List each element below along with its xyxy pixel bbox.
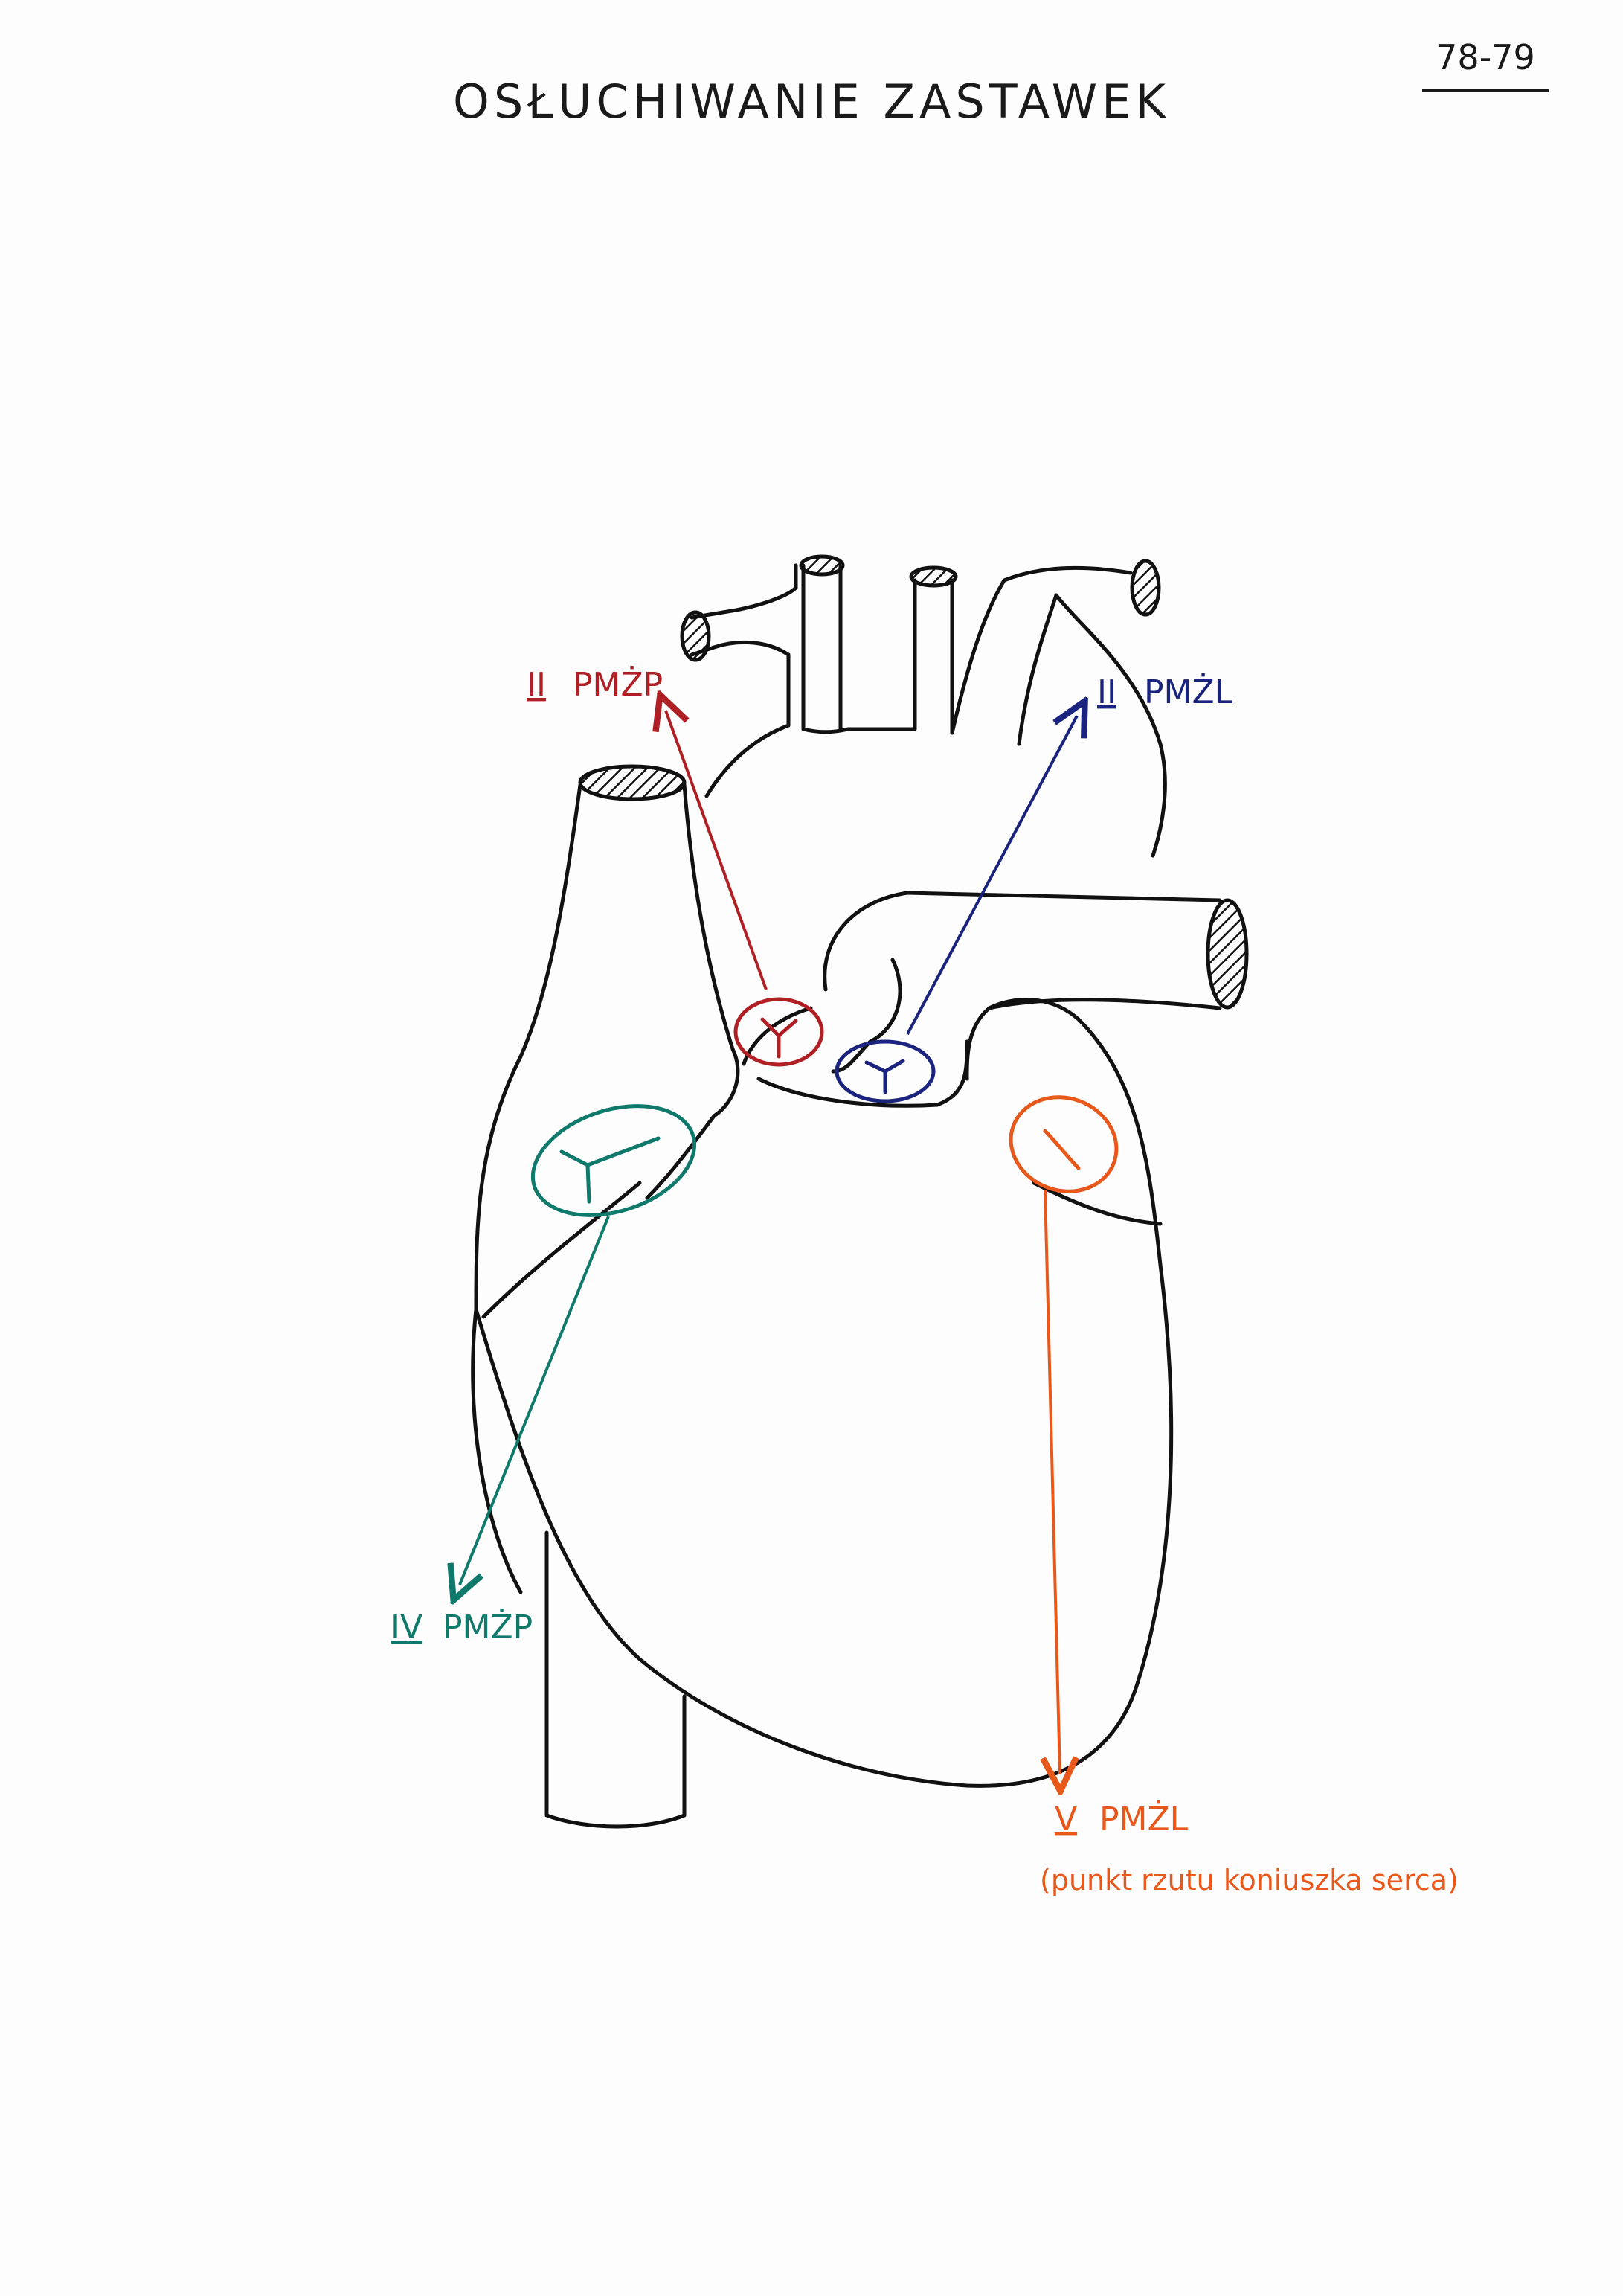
subclavian-opening [909, 565, 958, 588]
tricuspid-label-text: PMŻP [443, 1608, 533, 1646]
right-atrium-border [471, 1307, 523, 1594]
tricuspid-label-numeral: IV [391, 1609, 422, 1646]
tricuspid-label: IV PMŻP [391, 1608, 533, 1646]
ventricle-border [474, 998, 1174, 1788]
left-subclavian [950, 565, 1133, 746]
pulmonary-artery [823, 891, 1222, 1081]
ascending-aorta-right [1054, 593, 1167, 858]
pulmonary-label-numeral: II [527, 666, 546, 704]
aortic-label-numeral: II [1097, 673, 1116, 711]
pulmonary-valve [733, 997, 824, 1067]
page-title: OSŁUCHIWANIE ZASTAWEK [453, 74, 1170, 129]
mitral-note: (punkt rzutu koniuszka serca) [1040, 1864, 1459, 1896]
ascending-aorta-left [704, 652, 791, 798]
pulmonary-artery-lower [987, 998, 1222, 1010]
aortic-arrow [906, 716, 1077, 1035]
pulmonary-label: II PMŻP [527, 665, 663, 704]
pulmonary-artery-opening [1206, 898, 1249, 1010]
left-subclavian-opening [1130, 559, 1161, 617]
aortic-label-text: PMŻL [1144, 673, 1233, 711]
page-reference: 78-79 [1422, 37, 1549, 92]
heart-outline [471, 554, 1249, 1829]
inferior-vena-cava [544, 1530, 687, 1829]
tricuspid-valve [530, 1104, 697, 1217]
carotid-opening [799, 554, 845, 577]
mitral-label: V PMŻL (punkt rzutu koniuszka serca) [1040, 1800, 1459, 1896]
great-vessel-base [756, 1039, 969, 1108]
brachiocephalic-trunk [690, 563, 798, 657]
left-carotid [794, 563, 843, 731]
svc-opening [578, 764, 687, 801]
right-av-groove [481, 1181, 642, 1319]
mitral-valve [1009, 1095, 1119, 1193]
mitral-label-numeral: V [1055, 1800, 1077, 1838]
superior-vena-cava [474, 783, 582, 1312]
aortic-valve [835, 1039, 936, 1103]
left-av-groove [1032, 1181, 1163, 1226]
brachiocephalic-opening [680, 610, 711, 662]
mitral-arrow [1045, 1190, 1060, 1774]
pulmonary-arrow [666, 711, 768, 990]
mitral-label-text: PMŻL [1099, 1800, 1189, 1838]
pulmonary-label-text: PMŻP [573, 665, 663, 704]
aortic-label: II PMŻL [1097, 673, 1233, 711]
tricuspid-arrow [460, 1216, 610, 1585]
